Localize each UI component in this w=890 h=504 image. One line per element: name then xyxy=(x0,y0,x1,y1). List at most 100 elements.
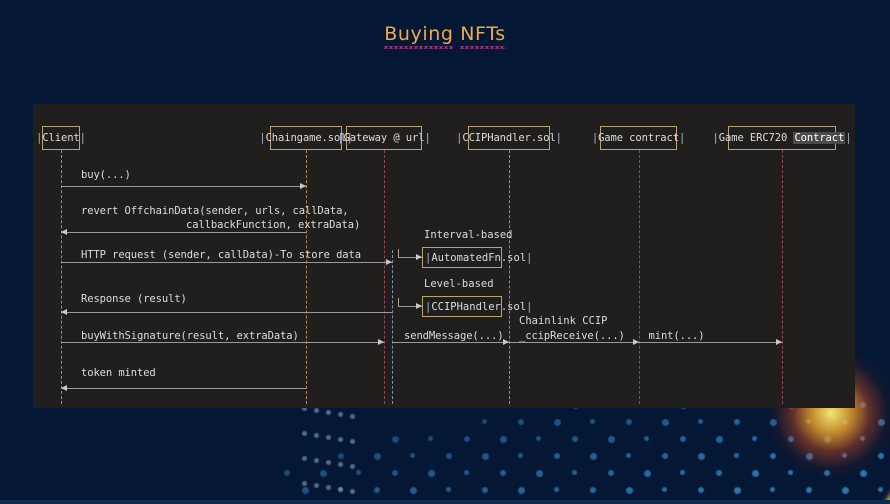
activity-box-connector-horizontal xyxy=(398,257,422,258)
decorative-dot xyxy=(842,453,847,458)
arrow-head-buy-with-signature xyxy=(378,339,384,345)
decorative-dot xyxy=(482,453,489,460)
decorative-dot xyxy=(554,419,561,426)
decorative-dot xyxy=(392,470,398,476)
lifeline-ccip-handler xyxy=(509,150,510,404)
decorative-dot xyxy=(536,436,541,441)
sequence-diagram-panel[interactable]: |Client||Chaingame.sol||Gateway @ url||C… xyxy=(33,104,855,408)
activity-box-pipe-right: | xyxy=(526,300,533,313)
title-word-2: NFTs xyxy=(460,23,506,49)
decorative-dot xyxy=(572,470,577,475)
decorative-dot xyxy=(338,462,343,467)
decorative-dot xyxy=(878,419,885,426)
message-line-response xyxy=(61,312,392,313)
decorative-dot xyxy=(536,470,543,477)
activity-box-connector-arrow xyxy=(416,254,422,260)
decorative-dot xyxy=(314,483,319,488)
participant-pipe-right: | xyxy=(678,132,686,144)
decorative-dot xyxy=(482,487,488,493)
decorative-dot xyxy=(518,453,523,458)
participant-client[interactable]: |Client| xyxy=(36,126,86,150)
decorative-dot xyxy=(626,487,633,494)
activity-box-automated-fn[interactable]: |AutomatedFn.sol| xyxy=(422,247,532,268)
message-line-http-request xyxy=(61,262,392,263)
title-space xyxy=(454,23,461,45)
decorative-dot xyxy=(698,419,703,424)
message-label-ccip-receive: _ccipReceive(...) xyxy=(519,330,625,342)
decorative-dot xyxy=(302,406,307,411)
decorative-dot xyxy=(410,453,415,458)
decorative-dot xyxy=(572,436,578,442)
participant-ccip-handler[interactable]: |CCIPHandler.sol| xyxy=(456,126,562,150)
participant-label: Client xyxy=(42,132,80,144)
decorative-dot xyxy=(734,453,739,458)
decorative-dot xyxy=(860,402,866,408)
lifeline-chaingame xyxy=(306,150,307,404)
decorative-dot xyxy=(860,436,865,441)
decorative-dot xyxy=(590,487,596,493)
activity-box-ccip-handler-box[interactable]: |CCIPHandler.sol| xyxy=(422,296,532,317)
decorative-dot xyxy=(716,470,722,476)
decorative-dot xyxy=(338,412,343,417)
participant-pipe-left: | xyxy=(591,132,599,144)
participant-label: Game ERC720 Contract xyxy=(718,132,846,144)
participant-pipe-right: | xyxy=(424,132,431,144)
decorative-dot xyxy=(326,435,331,440)
note-chainlink-ccip: Chainlink CCIP xyxy=(519,315,608,327)
arrow-head-mint xyxy=(776,339,782,345)
decorative-dot xyxy=(446,487,451,492)
decorative-dot xyxy=(608,470,614,476)
decorative-dot xyxy=(374,453,381,460)
decorative-dot xyxy=(500,470,506,476)
page-title: Buying NFTs xyxy=(0,23,890,49)
participant-chaingame[interactable]: |Chaingame.sol| xyxy=(259,126,353,150)
participant-gateway[interactable]: |Gateway @ url| xyxy=(337,126,431,150)
decorative-dot xyxy=(446,453,452,459)
decorative-dot xyxy=(464,470,469,475)
slide-bottom-edge xyxy=(0,500,890,504)
decorative-dot xyxy=(410,487,417,494)
arrow-head-http-request xyxy=(386,259,392,265)
decorative-dot xyxy=(320,470,327,477)
decorative-dot xyxy=(284,470,290,476)
decorative-dot xyxy=(338,437,343,442)
decorative-dot xyxy=(662,453,668,459)
decorative-dot-pattern xyxy=(280,400,890,504)
message-label-buy: buy(...) xyxy=(81,169,131,181)
decorative-dot xyxy=(428,470,435,477)
decorative-dot xyxy=(350,489,355,494)
participant-game-erc720[interactable]: |Game ERC720 Contract| xyxy=(713,126,852,150)
decorative-dot xyxy=(842,419,848,425)
participant-pipe-left: | xyxy=(36,132,43,144)
decorative-dot xyxy=(788,470,793,475)
participant-label: CCIPHandler.sol xyxy=(462,132,556,144)
decorative-dot xyxy=(698,453,705,460)
arrow-head-revert-offchain-data xyxy=(61,229,67,235)
message-line-send-message xyxy=(392,342,509,343)
participant-pipe-right: | xyxy=(79,132,86,144)
decorative-dot xyxy=(590,419,595,424)
decorative-dot xyxy=(752,436,757,441)
arrow-head-send-message xyxy=(503,339,509,345)
message-label-buy-with-signature: buyWithSignature(result, extraData) xyxy=(81,330,299,342)
message-line-token-minted xyxy=(61,388,306,389)
decorative-dot xyxy=(680,436,686,442)
decorative-dot xyxy=(644,470,651,477)
decorative-dot xyxy=(806,487,812,493)
participant-game-contract[interactable]: |Game contract| xyxy=(592,126,685,150)
message-label-http-request: HTTP request (sender, callData)-To store… xyxy=(81,249,361,261)
decorative-dot xyxy=(482,419,487,424)
decorative-dot xyxy=(590,453,597,460)
decorative-dot xyxy=(554,487,559,492)
participant-pipe-right: | xyxy=(555,132,562,144)
decorative-dot xyxy=(698,487,704,493)
decorative-dot xyxy=(518,419,524,425)
decorative-dot xyxy=(878,453,884,459)
decorative-dot xyxy=(824,470,830,476)
diagram-canvas: |Client||Chaingame.sol||Gateway @ url||C… xyxy=(33,104,855,408)
decorative-dot xyxy=(842,487,849,494)
arrow-head-response xyxy=(61,309,67,315)
message-label-response: Response (result) xyxy=(81,293,187,305)
decorative-dot xyxy=(770,453,776,459)
